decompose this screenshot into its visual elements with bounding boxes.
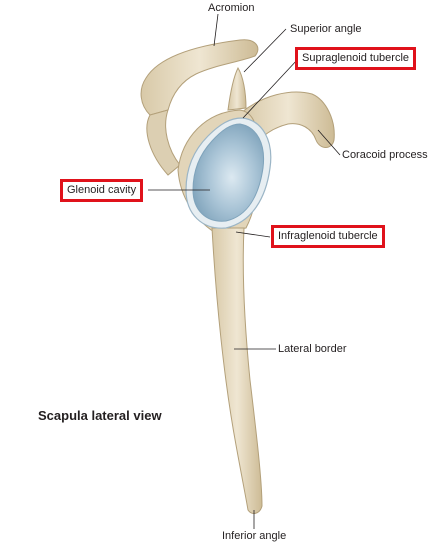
label-superior-angle: Superior angle (290, 23, 362, 35)
superior-angle-shape (227, 66, 247, 111)
lateral-border-shape (211, 227, 263, 514)
label-acromion: Acromion (208, 2, 255, 14)
label-glenoid-cavity: Glenoid cavity (60, 179, 144, 202)
leader-coracoid (317, 129, 341, 156)
leader-lines (148, 13, 341, 529)
glenoid-cavity-shape (192, 123, 265, 222)
label-supraglenoid-tubercle: Supraglenoid tubercle (295, 47, 417, 70)
leader-superior-angle (243, 28, 287, 73)
label-inferior-angle: Inferior angle (222, 530, 287, 542)
label-coracoid-process: Coracoid process (342, 149, 428, 161)
acromion-underside (146, 109, 181, 176)
view-title: Scapula lateral view (38, 408, 162, 423)
leader-acromion (213, 13, 219, 47)
leader-supraglenoid (242, 58, 299, 119)
label-infraglenoid-tubercle: Infraglenoid tubercle (271, 225, 385, 248)
label-lateral-border: Lateral border (278, 343, 347, 355)
leader-infraglenoid (235, 231, 271, 238)
